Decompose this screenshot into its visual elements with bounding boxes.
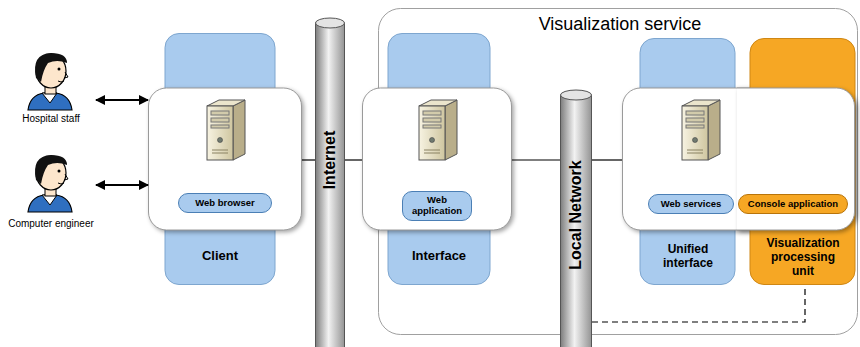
tier-label: Unified interface [642, 243, 734, 271]
person-icon [28, 53, 72, 110]
network-link [345, 159, 362, 160]
software-pill: Web application [402, 191, 472, 221]
network-label: Local Network [567, 160, 585, 269]
server-icon [207, 100, 245, 160]
tier-panel: Client Web browser [148, 33, 302, 285]
actor-label: Hospital staff [22, 113, 80, 125]
network-link [592, 159, 622, 160]
software-pill: Web browser [178, 193, 272, 213]
machine-box [623, 88, 855, 230]
tier-panel: Visualization processing unit Console app… [737, 38, 855, 285]
machine-box [363, 88, 512, 230]
actor-label: Computer engineer [8, 218, 94, 230]
software-pill: Web services [648, 194, 734, 214]
pipe-body [316, 23, 345, 347]
interaction-arrow [96, 99, 148, 101]
network-pipe: Local Network [560, 90, 592, 347]
machine-box [149, 88, 302, 230]
machine-box [737, 88, 855, 230]
tier-label: Interface [412, 249, 466, 264]
software-label: Web browser [195, 198, 254, 209]
network-link [512, 159, 560, 160]
interaction-arrow [96, 184, 148, 186]
pipe-body [561, 95, 592, 347]
software-label: Web application [409, 195, 465, 217]
pipe-cap [561, 90, 592, 100]
tier-label: Visualization processing unit [759, 237, 847, 278]
tier-label: Client [202, 249, 238, 264]
server-icon [682, 100, 720, 160]
person-icon [28, 155, 72, 212]
software-pill: Console application [738, 194, 848, 214]
node-outline [148, 33, 302, 285]
boundary-title: Visualization service [539, 14, 702, 35]
actor: Computer engineer [6, 148, 96, 234]
pipe-cap [316, 18, 345, 28]
server-icon [419, 100, 457, 160]
software-label: Console application [748, 199, 838, 210]
actor: Hospital staff [6, 44, 96, 130]
network-label: Internet [321, 131, 339, 190]
network-pipe: Internet [315, 18, 345, 347]
dashed-link [592, 285, 805, 322]
network-link [302, 159, 315, 160]
node-outline [362, 33, 512, 285]
tier-panel: Interface Web application [362, 33, 512, 285]
service-boundary: Visualization serviceInterface Web applic… [378, 8, 858, 335]
software-label: Web services [661, 199, 722, 210]
